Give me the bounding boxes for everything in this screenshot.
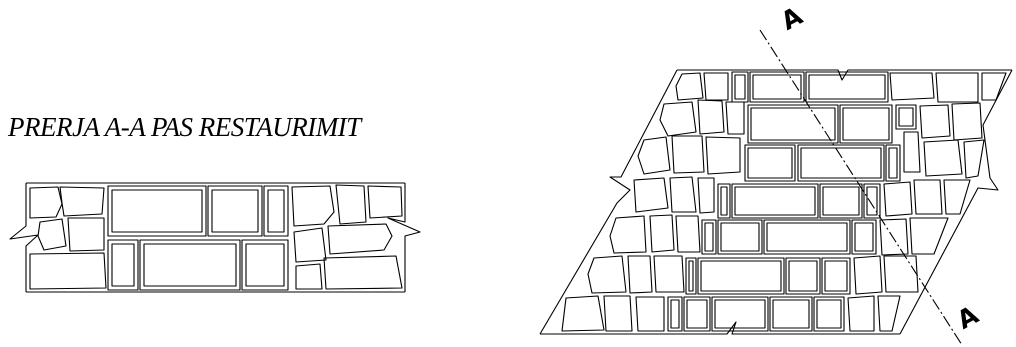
elevation-rough-stones-left (561, 72, 745, 332)
elevation-rough-stones-right (847, 72, 1007, 332)
left-break-mark (9, 183, 39, 292)
elevation-right-edge (899, 69, 1013, 335)
rough-stones-right (291, 184, 403, 290)
rough-stones-left (29, 186, 107, 290)
elevation-ashlar-blocks (667, 71, 917, 332)
elevation-drawing (539, 29, 1013, 346)
restored-ashlar-blocks (107, 185, 289, 291)
section-a-a-drawing (9, 182, 421, 293)
elevation-left-edge (539, 69, 678, 335)
section-title: PRERJA A-A PAS RESTAURIMIT (8, 112, 361, 142)
section-cut-line (759, 29, 963, 346)
elevation-bottom-edge (540, 321, 900, 335)
right-break-mark (387, 183, 421, 292)
elevation-top-edge (677, 69, 1012, 81)
